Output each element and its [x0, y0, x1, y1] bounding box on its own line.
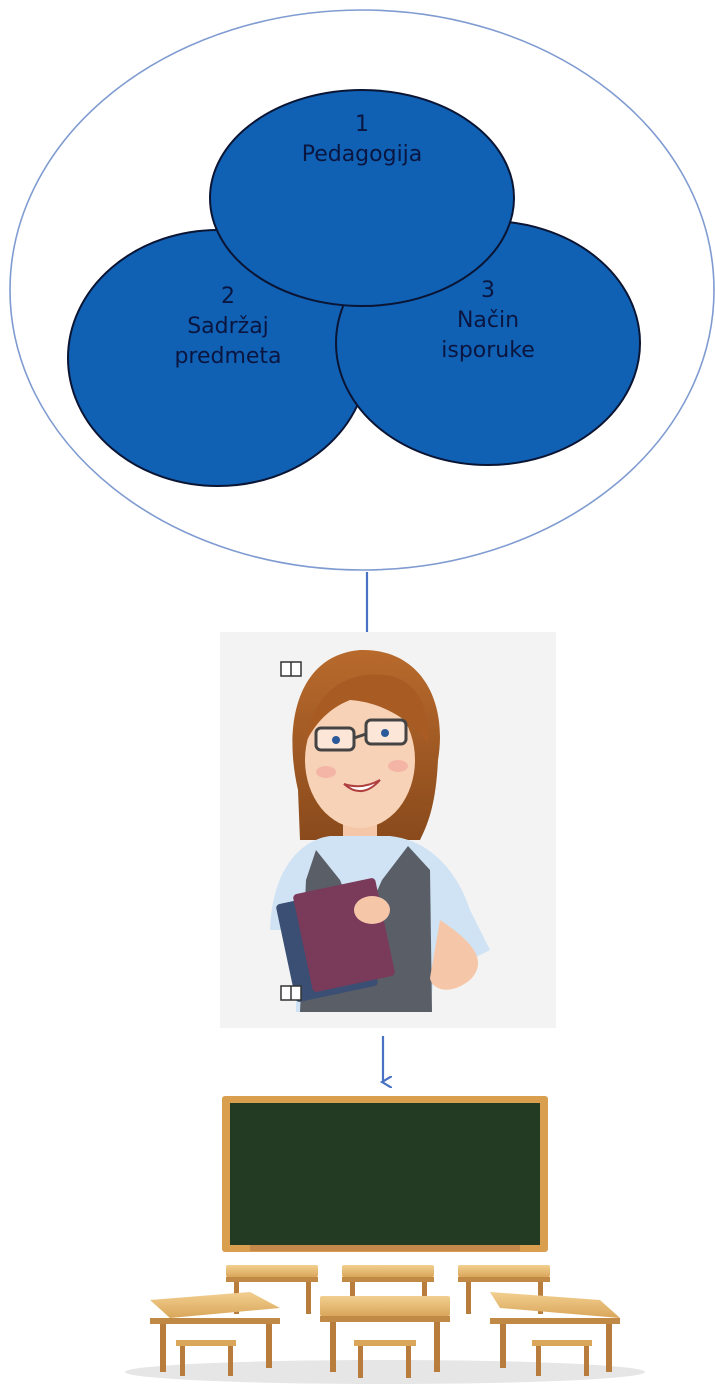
text-sadrzaj: Sadržaj: [187, 314, 269, 339]
number-1: 1: [355, 112, 369, 137]
circle-pedagogija: [209, 89, 515, 307]
teacher-illustration: [220, 632, 556, 1028]
classroom-illustration: [125, 1096, 645, 1384]
text-isporuke: isporuke: [441, 338, 535, 363]
number-2: 2: [221, 284, 235, 309]
outer-ellipse: [9, 9, 715, 571]
number-3: 3: [481, 278, 495, 303]
label-pedagogija: 1 Pedagogija: [262, 110, 462, 170]
label-nacin-isporuke: 3 Način isporuke: [388, 276, 588, 366]
label-sadrzaj-predmeta: 2 Sadržaj predmeta: [128, 282, 328, 372]
book-icon: [280, 661, 302, 1001]
text-nacin: Način: [456, 308, 520, 333]
text-pedagogija: Pedagogija: [301, 142, 423, 167]
text-predmeta: predmeta: [174, 344, 282, 369]
